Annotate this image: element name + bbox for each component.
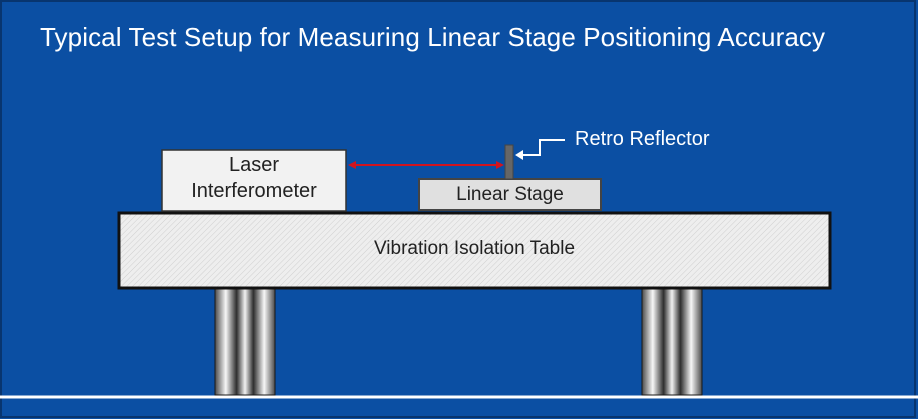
retro-reflector-label: Retro Reflector (575, 128, 710, 150)
laser-interferometer-box (161, 149, 347, 212)
linear-stage-label: Linear Stage (456, 184, 564, 205)
laser-interferometer-label: Laser Interferometer (162, 152, 346, 204)
linear-stage-box (418, 178, 602, 211)
retro-reflector (504, 144, 514, 180)
isolation-table-label: Vibration Isolation Table (373, 238, 576, 259)
table-leg-right (641, 286, 703, 396)
diagram-title: Typical Test Setup for Measuring Linear … (40, 22, 826, 52)
table-leg-left (214, 286, 276, 396)
retro-reflector-callout-line (520, 139, 565, 156)
laser-interferometer-label-line2: Interferometer (191, 180, 317, 202)
laser-interferometer-label-line1: Laser (228, 154, 280, 176)
retro-reflector-callout-arrowhead (515, 150, 523, 160)
vibration-isolation-table (117, 211, 832, 290)
